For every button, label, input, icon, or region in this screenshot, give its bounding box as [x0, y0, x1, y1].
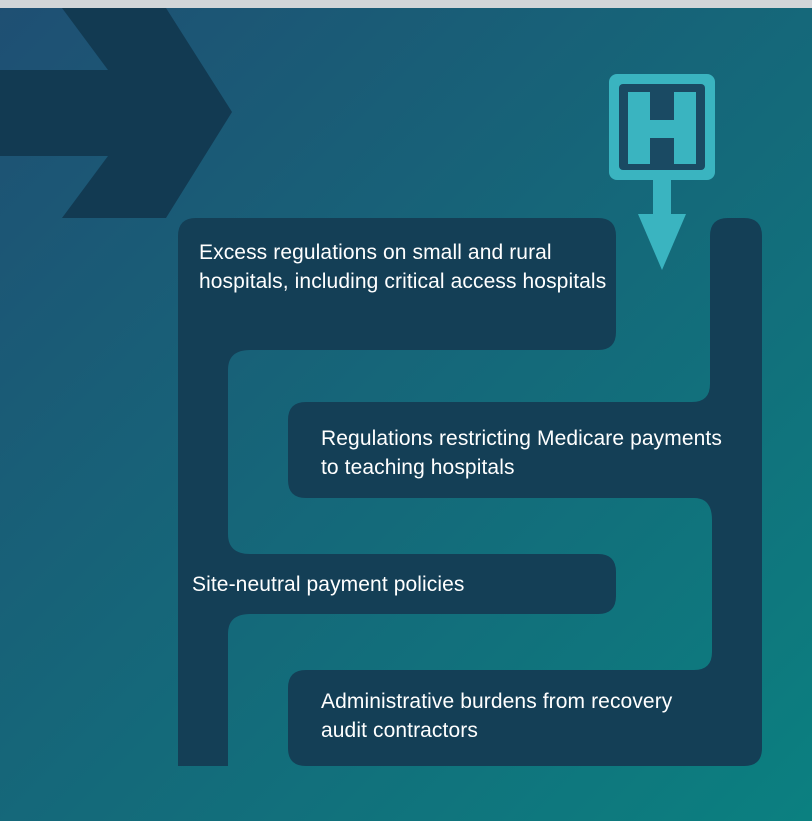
maze-right-wall: [288, 218, 762, 766]
hospital-arrow-head-icon: [638, 214, 686, 270]
barrier-label-teaching-hospitals: Regulations restricting Medicare payment…: [321, 427, 722, 479]
barrier-label-small-rural: Excess regulations on small and rural ho…: [199, 241, 607, 293]
hospital-sign: [609, 74, 715, 270]
hospital-arrow-stem: [653, 180, 671, 216]
top-bar: [0, 0, 812, 8]
barrier-label-site-neutral: Site-neutral payment policies: [192, 573, 465, 596]
barrier-label-audit-contractors: Administrative burdens from recovery aud…: [321, 690, 673, 742]
maze-left-wall: [178, 218, 616, 766]
hospital-h-icon: [628, 92, 696, 164]
direction-arrow-icon: [0, 8, 232, 218]
maze-walls: [178, 218, 762, 766]
